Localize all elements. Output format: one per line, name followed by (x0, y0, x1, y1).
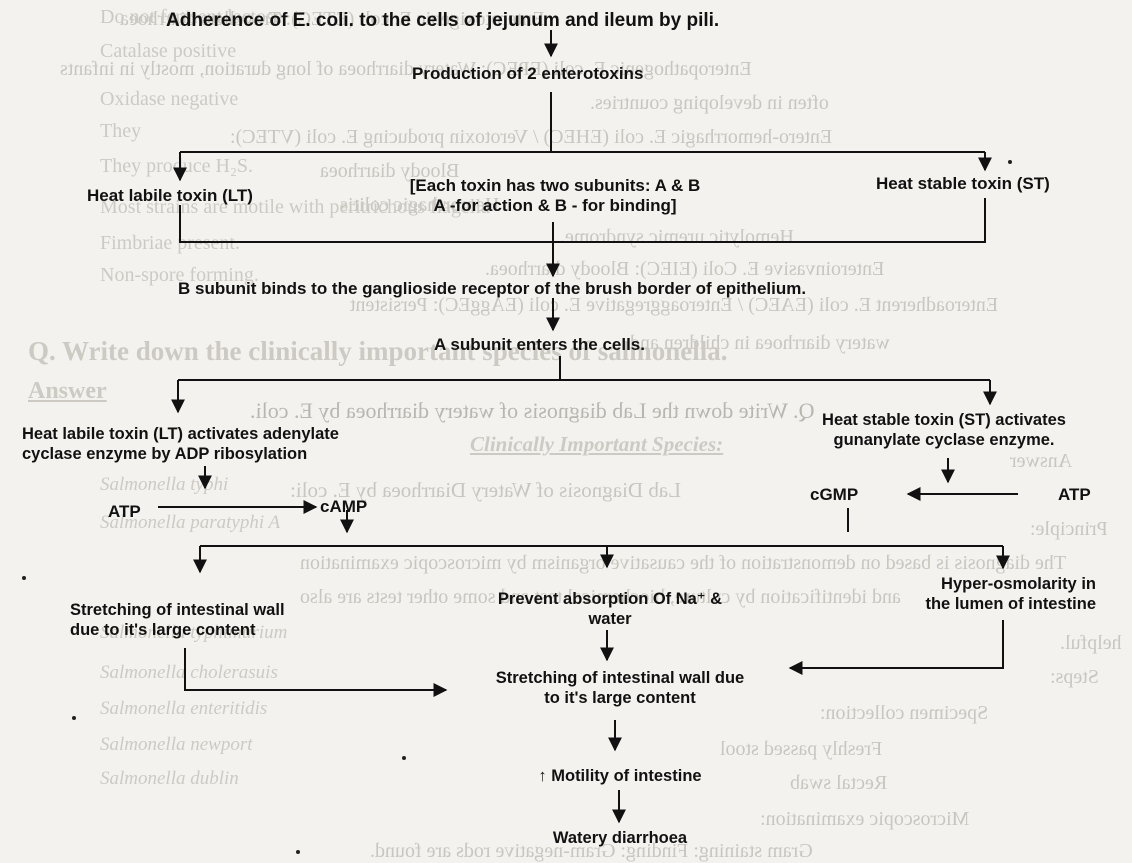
stretch-left-node: Stretching of intestinal wall due to it'… (70, 600, 285, 640)
arrow-st-down (553, 198, 986, 243)
enterotoxins-node: Production of 2 enterotoxins (412, 64, 644, 83)
ghost-line: Fimbriae present. (100, 232, 240, 254)
hyper-line-2: the lumen of intestine (925, 595, 1096, 613)
a-subunit-node: A subunit enters the cells. (434, 335, 645, 354)
atp-right-node: ATP (1058, 485, 1091, 504)
camp-node: cAMP (320, 497, 368, 516)
prevent-absorption-node: Prevent absorption Of Na⁺ & water (460, 589, 760, 629)
ghost-line: Salmonella typhi (100, 474, 229, 495)
ghost-line: Non-spore forming. (100, 264, 259, 286)
scan-speck (296, 850, 300, 854)
subunits-line-2: A -for action & B - for binding] (433, 196, 677, 215)
ghost-line: Oxidase negative (100, 88, 239, 110)
b-subunit-node: B subunit binds to the ganglioside recep… (178, 279, 807, 298)
watery-diarrhoea-node: Watery diarrhoea (552, 829, 688, 847)
ghost-line: Q. Write down the clinically important s… (28, 336, 728, 366)
adherence-node: Adherence of E. coli. to the cells of je… (166, 10, 720, 31)
arrow-hyper-to-center (788, 620, 1004, 675)
ghost-line: Catalase positive (100, 40, 237, 62)
lt-activation-line-2: cyclase enzyme by ADP ribosylation (22, 445, 308, 463)
arrow-split-lt-st-activation (178, 356, 990, 381)
hyper-line-1: Hyper-osmolarity in (941, 575, 1096, 593)
stretch-center-line-2: to it's large content (544, 689, 696, 707)
ghost-line: They (100, 120, 142, 142)
prevent-line-2: water (588, 610, 632, 628)
ghost-line: Salmonella paratyphi A (100, 512, 281, 533)
ghost-line: Salmonella dublin (100, 768, 239, 789)
subunits-line-1: [Each toxin has two subunits: A & B (409, 176, 701, 195)
ghost-line: Salmonella typhimurium (100, 622, 288, 643)
st-activation-line-1: Heat stable toxin (ST) activates (822, 411, 1066, 429)
motility-node: ↑ Motility of intestine (538, 767, 702, 785)
scan-speck (402, 756, 406, 760)
ghost-line: Salmonella newport (100, 734, 253, 755)
stretch-left-line-2: due to it's large content (70, 621, 256, 639)
atp-left-node: ATP (108, 502, 141, 521)
prevent-line-1: Prevent absorption Of Na⁺ & (497, 590, 723, 608)
hyper-osmolarity-node: Hyper-osmolarity in the lumen of intesti… (870, 574, 1096, 614)
scan-speck (22, 576, 26, 580)
ghost-line: Clinically Important Species: (470, 432, 724, 456)
lt-activation-node: Heat labile toxin (LT) activates adenyla… (22, 424, 339, 464)
stretch-left-line-1: Stretching of intestinal wall (70, 601, 285, 619)
lt-toxin-node: Heat labile toxin (LT) (87, 186, 253, 205)
cgmp-node: cGMP (810, 485, 859, 504)
ghost-line: Do not ferment lactose (100, 6, 283, 28)
ghost-line: They produce H₂S. (100, 155, 254, 177)
st-activation-node: Heat stable toxin (ST) activates gunanyl… (764, 410, 1124, 450)
st-toxin-node: Heat stable toxin (ST) (876, 174, 1050, 193)
arrow-split-lt-st (180, 92, 985, 153)
scan-speck (1008, 160, 1012, 164)
stretch-center-line-1: Stretching of intestinal wall due (495, 669, 745, 687)
scan-speck (72, 716, 76, 720)
ghost-line: Answer (28, 378, 107, 404)
lt-activation-line-1: Heat labile toxin (LT) activates adenyla… (22, 425, 339, 443)
st-activation-line-2: gunanylate cyclase enzyme. (833, 431, 1055, 449)
subunits-note: [Each toxin has two subunits: A & B A -f… (380, 176, 730, 216)
ghost-line: Most strains are motile with peritrichou… (100, 196, 490, 218)
arrow-lt-down (179, 205, 553, 243)
ghost-line: Salmonella cholerasuis (100, 662, 278, 683)
stretch-center-node: Stretching of intestinal wall due to it'… (460, 668, 780, 708)
ghost-line: Salmonella enteritidis (100, 698, 268, 719)
arrow-stretch-left-to-center (184, 648, 448, 697)
